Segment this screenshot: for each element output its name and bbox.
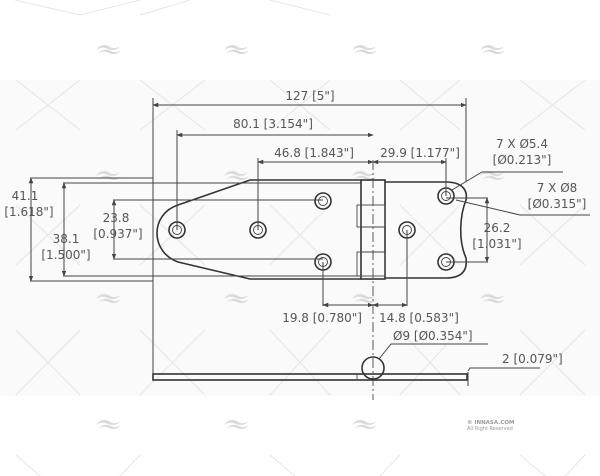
dim-right-hole-spacing-in: [1.031"] (472, 237, 521, 251)
dim-pin-diameter: Ø9 [Ø0.354"] (393, 329, 473, 343)
dim-overall-length: 127 [5"] (285, 89, 334, 103)
copyright-line1: © INNASA.COM (467, 420, 515, 426)
dim-hole-span-80: 80.1 [3.154"] (233, 117, 313, 131)
dim-body-width-in: [1.500"] (41, 248, 90, 262)
hinge-side-view (152, 356, 469, 386)
hinge-top-view (156, 160, 468, 400)
dim-body-width: 38.1 (53, 232, 80, 246)
dim-left-offset: 19.8 [0.780"] (282, 311, 362, 325)
dim-thickness: 2 [0.079"] (502, 352, 563, 366)
dim-overall-width-in: [1.618"] (4, 205, 53, 219)
dim-small-holes-in: [Ø0.213"] (493, 153, 552, 167)
copyright-line2: All Right Reserved (467, 426, 513, 432)
dimension-labels: 127 [5"] 80.1 [3.154"] 46.8 [1.843"] 29.… (4, 89, 586, 366)
background-bottom (0, 396, 600, 476)
background-top (0, 0, 600, 80)
copyright-notice: © INNASA.COM All Right Reserved (467, 420, 515, 432)
dim-right-offset: 14.8 [0.583"] (379, 311, 459, 325)
dim-left-hole-spacing: 23.8 (103, 211, 130, 225)
dim-knuckle-to-hole: 29.9 [1.177"] (380, 146, 460, 160)
dim-small-holes: 7 X Ø5.4 (496, 137, 548, 151)
dim-countersink-in: [Ø0.315"] (528, 197, 587, 211)
dim-hole-span-46: 46.8 [1.843"] (274, 146, 354, 160)
background-drawing-area (0, 80, 600, 396)
dim-right-hole-spacing: 26.2 (484, 221, 511, 235)
dim-overall-width: 41.1 (12, 189, 39, 203)
dim-countersink: 7 X Ø8 (537, 181, 578, 195)
dim-left-hole-spacing-in: [0.937"] (93, 227, 142, 241)
dimension-lines (28, 98, 590, 380)
